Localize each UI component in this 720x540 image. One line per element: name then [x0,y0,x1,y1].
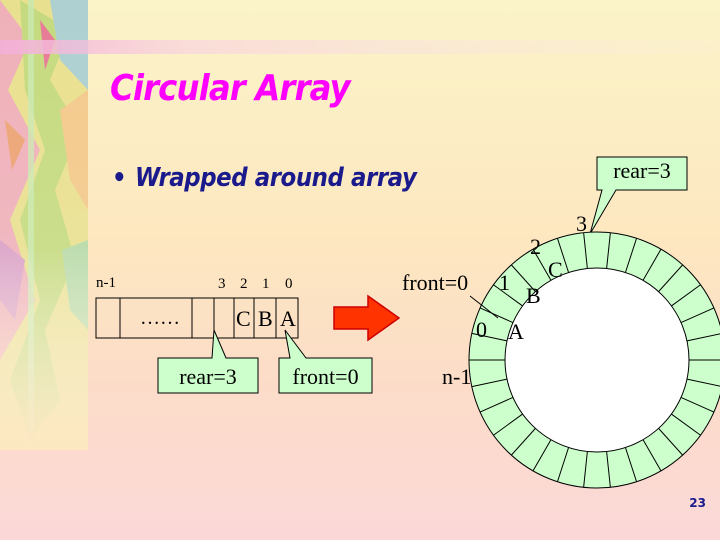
circular-index-1: 1 [499,270,510,295]
decorative-side-panel [0,0,88,450]
bullet-dot-icon: • [112,163,127,193]
ring-segment-divider [671,284,701,307]
ring-segment-divider [642,439,662,472]
linear-ellipsis: …… [140,307,180,329]
ring-rear-callout-box [589,156,688,235]
circular-index-3: 3 [576,211,587,236]
ring-segment-divider [556,447,570,482]
ring-segment-divider [680,307,715,324]
ring-segment-divider [606,232,611,269]
ring-segment-divider [556,238,570,273]
linear-front-callout-box [278,329,373,394]
ring-segment-divider [680,396,715,413]
circular-ring [468,231,720,489]
ring-segment-divider [471,332,508,342]
slide-title: Circular Array [110,68,351,109]
circular-cell-c: C [548,257,563,282]
ring-segment-divider [471,378,508,388]
ring-segment-divider [671,413,701,436]
linear-index-1: 1 [262,276,270,292]
ring-segment-divider [493,413,523,436]
ring-segment-divider [510,264,536,292]
ring-segment-divider [624,238,638,273]
ring-segment-divider [479,307,514,324]
ring-segment-divider [583,451,588,488]
ring-segment-divider [624,447,638,482]
bullet-text: Wrapped around array [134,163,417,193]
linear-index-2: 2 [240,276,248,292]
ring-segment-divider [606,451,611,488]
ring-segment-divider [658,264,684,292]
ring-segment-divider [532,439,552,472]
circular-front-label: front=0 [402,270,469,295]
circular-index-n-1: n-1 [442,364,472,389]
linear-cell-c: C [236,306,251,331]
ring-segment-divider [510,428,536,456]
decorative-top-band [0,40,720,54]
front-pointer-line [469,295,499,319]
circular-index-2: 2 [530,234,541,259]
linear-index-3: 3 [218,276,226,292]
linear-rear-callout-text: rear=3 [179,364,237,389]
ring-segment-divider [493,284,523,307]
ring-segment-divider [583,232,588,269]
linear-array-cells [95,297,299,339]
ring-segment-divider [658,428,684,456]
ring-rear-callout-text: rear=3 [613,158,671,183]
page-number: 23 [689,496,706,510]
linear-front-callout-text: front=0 [292,364,359,389]
linear-left-index: n-1 [96,275,116,291]
ring-segment-divider [532,248,552,281]
linear-cell-a: A [280,306,296,331]
linear-index-0: 0 [285,276,293,292]
ring-segment-divider [642,248,662,281]
linear-rear-callout-box [157,329,259,394]
ring-segment-divider [479,396,514,413]
circular-cell-a: A [508,319,524,344]
circular-index-0: 0 [476,317,487,342]
ring-segment-divider [686,333,720,342]
linear-cell-b: B [258,306,273,331]
ring-segment-divider [686,378,720,387]
circular-cell-b: B [526,283,541,308]
bullet-item: •Wrapped around array [112,163,417,193]
right-arrow-icon [333,294,401,342]
